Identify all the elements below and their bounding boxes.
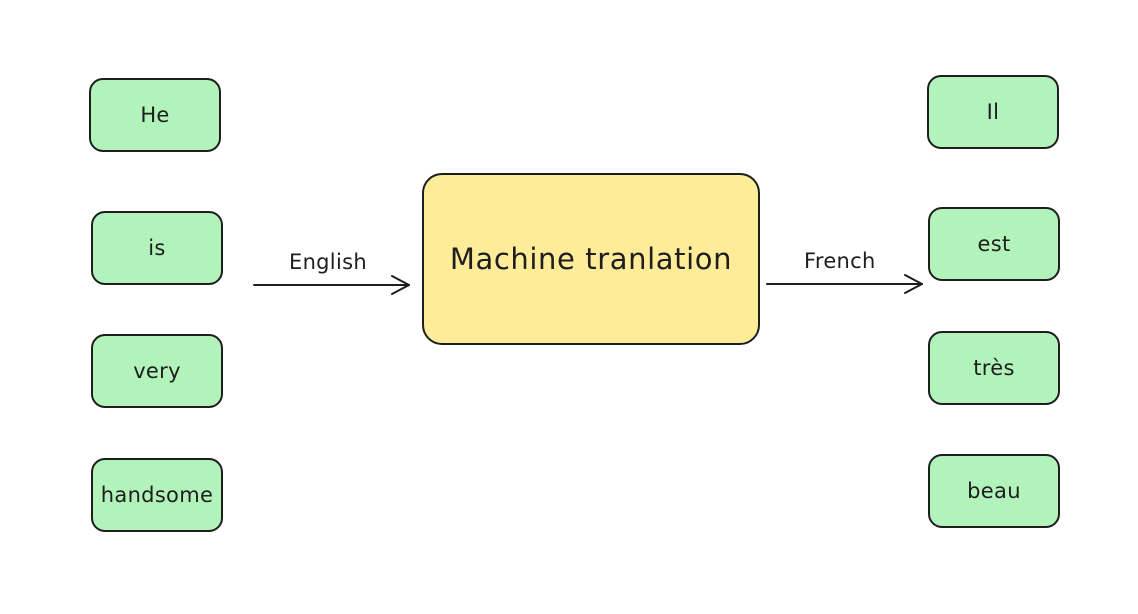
machine-translation-box: Machine tranlation [422, 173, 760, 345]
output-word-est: est [928, 207, 1060, 281]
output-arrow [766, 274, 923, 294]
output-word-beau: beau [928, 454, 1060, 528]
output-word-il: Il [927, 75, 1059, 149]
input-word-he: He [89, 78, 221, 152]
input-word-handsome: handsome [91, 458, 223, 532]
input-language-label: English [289, 250, 367, 274]
input-word-very: very [91, 334, 223, 408]
input-arrow [253, 275, 410, 295]
output-language-label: French [804, 249, 876, 273]
input-word-is: is [91, 211, 223, 285]
output-word-tres: très [928, 331, 1060, 405]
